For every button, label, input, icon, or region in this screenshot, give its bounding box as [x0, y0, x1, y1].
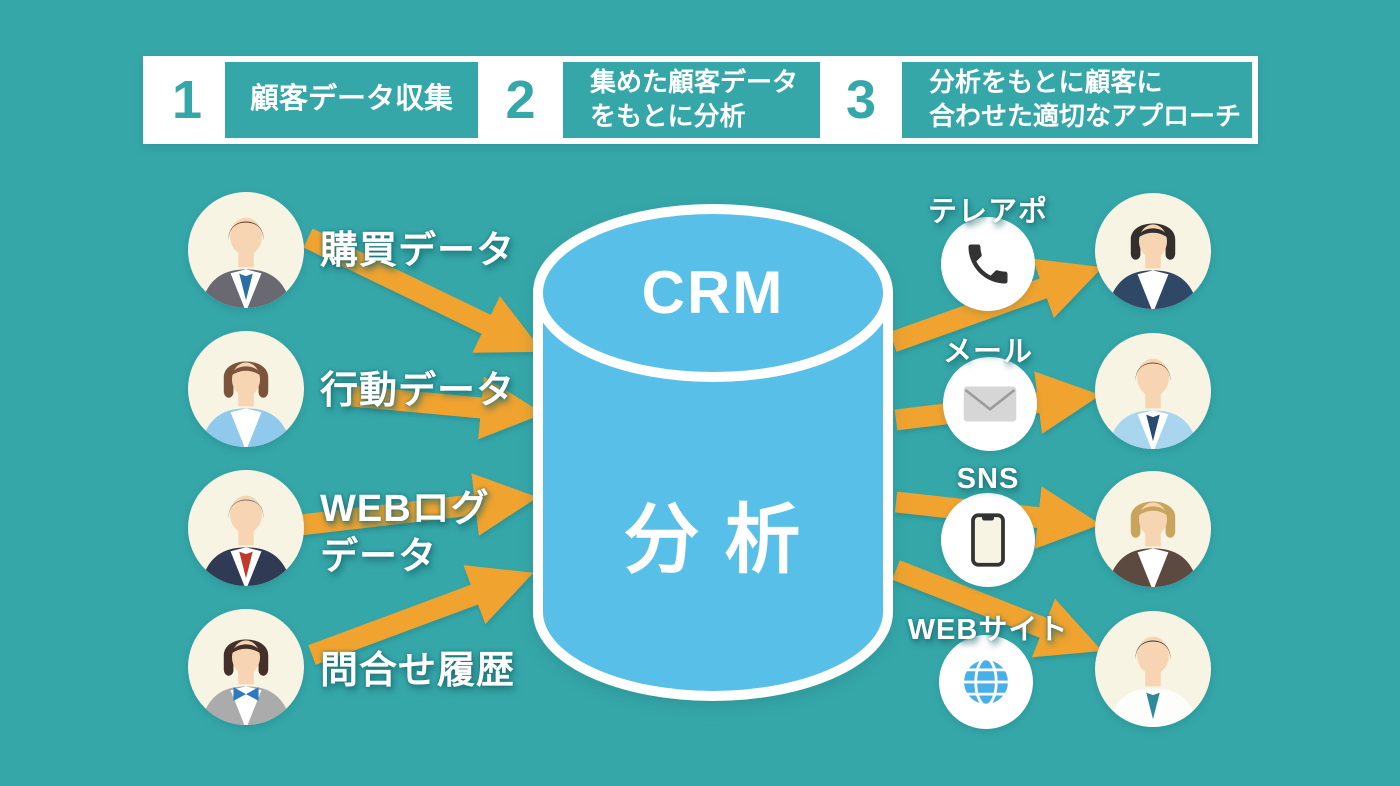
- phone-icon: [968, 244, 1008, 284]
- arrow-crm-to-website: [892, 560, 1103, 658]
- channel-label-teleapo: テレアポ: [927, 196, 1048, 228]
- source-label-weblog: WEBログ データ: [320, 488, 490, 578]
- channel-label-website: WEBサイト: [907, 614, 1069, 646]
- customer-avatar-website: [1095, 611, 1211, 727]
- crm-title: CRM: [641, 259, 785, 326]
- arrow-inquiry-history-to-crm: [308, 565, 534, 665]
- step-1-number: 1: [171, 70, 203, 130]
- arrow-weblog-data-to-crm: [298, 473, 538, 536]
- mail-icon: [963, 386, 1017, 422]
- step-2-label: 集めた顧客データ をもとに分析: [563, 62, 820, 138]
- source-avatar-behavior: [188, 331, 304, 447]
- arrow-behavior-data-to-crm: [351, 376, 544, 440]
- crm-database-cylinder: [533, 204, 893, 701]
- step-1-label: 顧客データ収集: [225, 62, 478, 138]
- source-label-inquiry: 問合せ履歴: [320, 650, 516, 692]
- step-2-number: 2: [505, 70, 536, 130]
- source-label-behavior: 行動データ: [320, 370, 516, 412]
- customer-avatar-sns: [1095, 471, 1211, 587]
- arrow-crm-to-teleapo: [889, 258, 1103, 352]
- cylinder-top: [533, 204, 893, 382]
- channel-circle-sns: [941, 493, 1035, 587]
- step-3-number: 3: [845, 70, 877, 130]
- arrow-purchase-data-to-crm: [303, 228, 543, 353]
- source-avatar-weblog: [188, 470, 304, 586]
- channel-label-sns: SNS: [956, 463, 1020, 495]
- source-avatar-purchase: [188, 192, 304, 308]
- customer-avatar-teleapo: [1095, 193, 1211, 309]
- channel-circle-teleapo: [941, 217, 1035, 311]
- cylinder-body: [533, 288, 893, 701]
- channel-label-mail: メール: [942, 336, 1033, 368]
- customer-avatar-mail: [1095, 333, 1211, 449]
- step-3-label: 分析をもとに顧客に 合わせた適切なアプローチ: [902, 62, 1252, 138]
- channel-circle-website: [939, 635, 1033, 729]
- smartphone-icon: [971, 513, 1005, 567]
- source-avatar-inquiry: [188, 609, 304, 725]
- source-label-purchase: 購買データ: [320, 230, 516, 272]
- process-steps-bar: 1 顧客データ収集 2 集めた顧客データ をもとに分析 3 分析をもとに顧客に …: [143, 56, 1258, 144]
- channel-circle-mail: [943, 357, 1037, 451]
- globe-icon: [961, 657, 1011, 707]
- analysis-label: 分 析: [623, 498, 803, 583]
